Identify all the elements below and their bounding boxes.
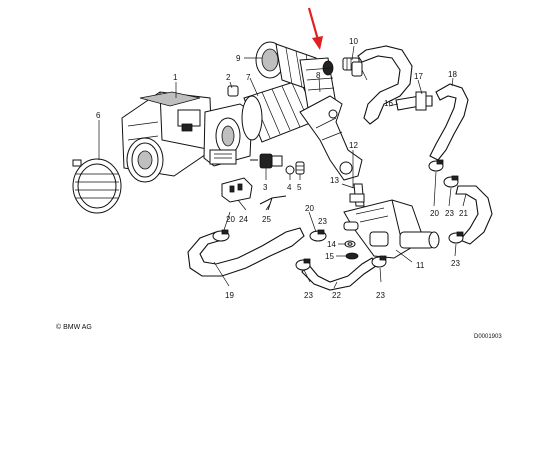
callout-1: 1 (173, 73, 178, 82)
clamp-ring-6 (72, 158, 122, 214)
callout-8: 8 (316, 71, 321, 80)
hose-clamp-20a (212, 229, 230, 242)
air-flow-meter-1 (121, 91, 213, 183)
plug-connector-24 (221, 177, 253, 203)
callout-23a: 23 (304, 291, 313, 300)
callout-5: 5 (297, 183, 302, 192)
callout-3: 3 (263, 183, 268, 192)
hose-clamp-20c (428, 159, 444, 172)
hose-22 (301, 257, 377, 291)
hose-clamp-23d (448, 231, 464, 244)
callout-23b: 23 (376, 291, 385, 300)
hose-clamp-23b (371, 255, 387, 268)
callout-16: 16 (384, 99, 393, 108)
nut-4 (285, 165, 295, 175)
callout-20b: 20 (305, 204, 314, 213)
leader-lines (98, 45, 467, 289)
callout-23e: 23 (318, 217, 327, 226)
mounting-bracket (299, 95, 363, 181)
callout-labels: 1 2 6 7 8 9 10 16 17 18 12 13 14 15 11 2… (96, 37, 468, 300)
copyright-notice: © BMW AG (56, 324, 92, 331)
connector-10 (342, 57, 363, 77)
callout-6: 6 (96, 111, 101, 120)
pipe-nipple-13 (343, 221, 359, 231)
callout-20c: 20 (430, 209, 439, 218)
callout-2: 2 (226, 73, 231, 82)
callout-7: 7 (246, 73, 251, 82)
callout-4: 4 (287, 183, 292, 192)
callout-12: 12 (349, 141, 358, 150)
callout-11: 11 (416, 261, 425, 270)
hose-17 (395, 91, 433, 111)
heater-valve-11 (343, 199, 440, 259)
document-id: D0001903 (474, 334, 502, 340)
hose-16 (357, 45, 413, 125)
hose-boot-8 (299, 57, 337, 109)
washer-14 (344, 240, 356, 248)
washer-5 (295, 161, 305, 175)
callout-10: 10 (349, 37, 358, 46)
clip-15 (345, 252, 359, 260)
pipe-12 (349, 183, 365, 207)
callout-17: 17 (414, 72, 423, 81)
rubber-cap-2 (227, 85, 239, 97)
callout-23c: 23 (445, 209, 454, 218)
callout-25: 25 (262, 215, 271, 224)
callout-19: 19 (225, 291, 234, 300)
hose-clamp-23a (295, 258, 311, 271)
callout-23d: 23 (451, 259, 460, 268)
hose-19 (187, 227, 305, 277)
callout-9: 9 (236, 54, 241, 63)
callout-15: 15 (325, 252, 334, 261)
intake-bellow-7 (241, 79, 319, 143)
spring-clip-25 (259, 195, 287, 211)
callout-13: 13 (330, 176, 339, 185)
sensor-3 (250, 153, 283, 169)
callout-20a: 20 (226, 215, 235, 224)
callout-22: 22 (332, 291, 341, 300)
callout-21: 21 (459, 209, 468, 218)
throttle-housing (203, 103, 253, 167)
callout-14: 14 (327, 240, 336, 249)
hose-clamp-20b (309, 229, 327, 242)
callout-18: 18 (448, 70, 457, 79)
callout-24: 24 (239, 215, 248, 224)
hose-clamp-23c (443, 175, 459, 188)
hose-18 (429, 83, 469, 161)
red-pointer-arrow (307, 7, 323, 50)
